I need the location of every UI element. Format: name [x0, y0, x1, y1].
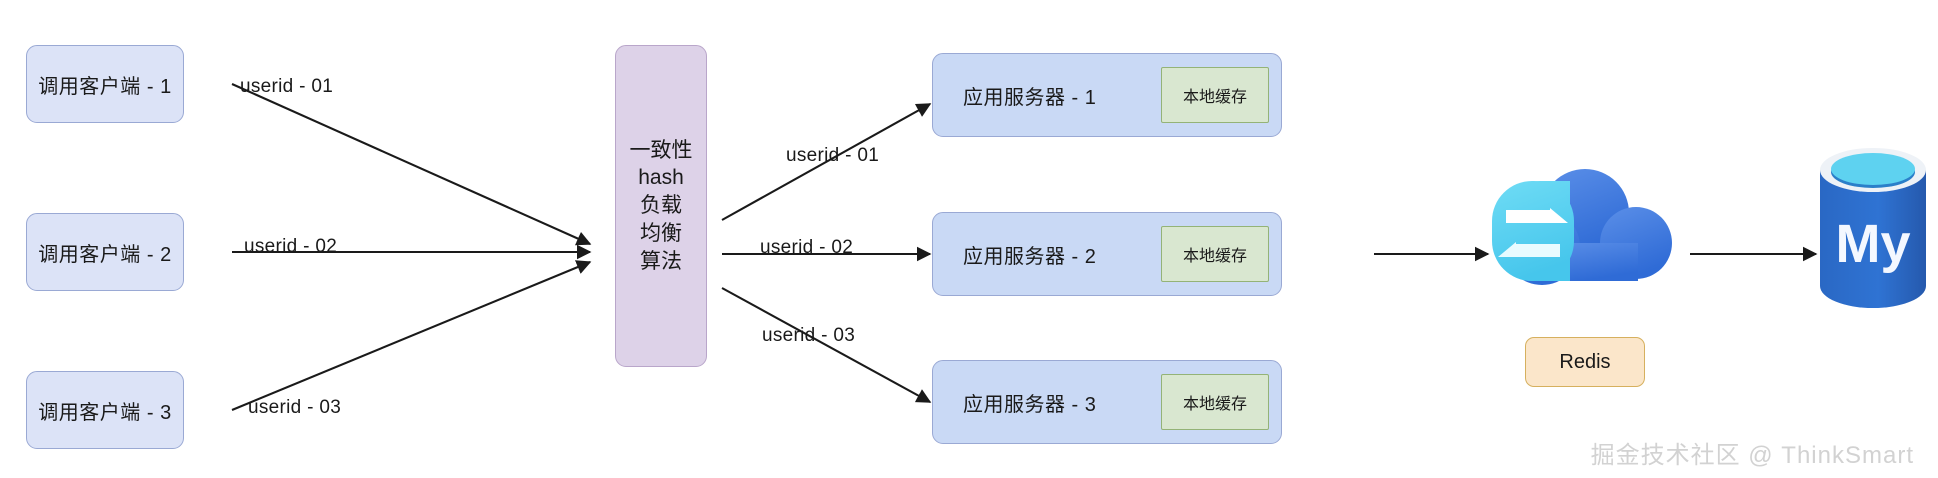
local-cache-label: 本地缓存 [1182, 89, 1247, 106]
app-server-node-1[interactable]: 应用服务器 - 1 本地缓存 [932, 53, 1282, 137]
client-label: 调用客户端 - 2 [38, 243, 172, 266]
local-cache-box: 本地缓存 [1161, 226, 1269, 282]
mysql-database-icon: My [1812, 140, 1934, 325]
edge-label-client-1: userid - 01 [240, 76, 334, 97]
client-node-1[interactable]: 调用客户端 - 1 [26, 45, 184, 123]
edge-label-server-1: userid - 01 [786, 145, 880, 166]
redis-label: Redis [1559, 350, 1611, 373]
edge-label-server-3: userid - 03 [762, 325, 856, 346]
sync-badge [1492, 181, 1574, 281]
balancer-line-5: 算法 [640, 249, 682, 273]
balancer-line-4: 均衡 [640, 221, 682, 245]
balancer-line-2: hash [638, 166, 684, 190]
redis-cloud-icon [1484, 155, 1689, 310]
edge-label-client-2: userid - 02 [244, 236, 338, 257]
client-node-3[interactable]: 调用客户端 - 3 [26, 371, 184, 449]
watermark: 掘金技术社区 @ ThinkSmart [1590, 442, 1914, 469]
app-server-label: 应用服务器 - 3 [963, 393, 1097, 416]
edge-label-client-3: userid - 03 [248, 397, 342, 418]
local-cache-label: 本地缓存 [1182, 396, 1247, 413]
balancer-line-1: 一致性 [629, 138, 693, 162]
app-server-node-2[interactable]: 应用服务器 - 2 本地缓存 [932, 212, 1282, 296]
client-node-2[interactable]: 调用客户端 - 2 [26, 213, 184, 291]
client-label: 调用客户端 - 3 [38, 401, 172, 424]
app-server-node-3[interactable]: 应用服务器 - 3 本地缓存 [932, 360, 1282, 444]
client-label: 调用客户端 - 1 [38, 75, 172, 98]
consistent-hash-balancer[interactable]: 一致性 hash 负载 均衡 算法 [615, 45, 707, 367]
app-server-label: 应用服务器 - 2 [963, 245, 1097, 268]
edge-label-server-2: userid - 02 [760, 237, 854, 258]
local-cache-box: 本地缓存 [1161, 374, 1269, 430]
local-cache-label: 本地缓存 [1182, 248, 1247, 265]
balancer-line-3: 负载 [640, 194, 682, 218]
redis-label-box[interactable]: Redis [1525, 337, 1645, 387]
local-cache-box: 本地缓存 [1161, 67, 1269, 123]
app-server-label: 应用服务器 - 1 [963, 86, 1097, 109]
mysql-wordmark: My [1835, 214, 1910, 274]
